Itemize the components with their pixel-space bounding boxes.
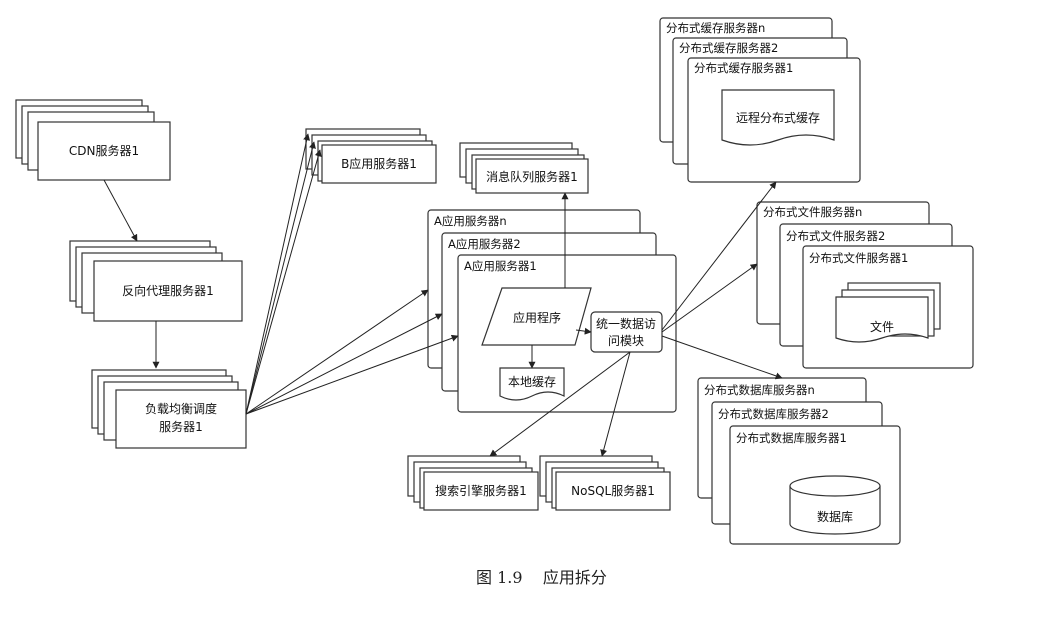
distributed-file-n-label: 分布式文件服务器n — [763, 205, 862, 219]
local-cache-shape — [499, 367, 565, 401]
reverse-proxy-box — [93, 260, 243, 322]
message-queue-label: 消息队列服务器1 — [486, 169, 578, 184]
arrow-unified-to-file — [661, 263, 758, 333]
b-app-server-stack: B应用服务器1 — [305, 128, 437, 184]
arrow-lb-to-b-app-2 — [245, 141, 316, 415]
load-balancer-box — [115, 389, 247, 449]
unified-data-access-label-1: 统一数据访 — [596, 316, 656, 331]
arrow-cdn-to-proxy — [103, 179, 138, 242]
load-balancer-label-1: 负载均衡调度 — [145, 401, 217, 416]
app-program-shape — [481, 287, 592, 346]
arrow-unified-to-db — [661, 335, 783, 380]
distributed-cache-1-label: 分布式缓存服务器1 — [694, 61, 793, 75]
file-label: 文件 — [870, 319, 894, 334]
file-shape — [835, 296, 929, 343]
unified-data-access-label-2: 问模块 — [608, 334, 644, 348]
app-program-label: 应用程序 — [513, 310, 561, 325]
a-app-server-n-label: A应用服务器n — [434, 214, 507, 228]
arrow-lb-to-b-app-3 — [245, 149, 322, 415]
a-app-server-2-label: A应用服务器2 — [448, 237, 521, 251]
arrow-lb-to-b-app-1 — [245, 133, 311, 415]
nosql-stack: NoSQL服务器1 — [539, 455, 671, 511]
reverse-proxy-stack: 反向代理服务器1 — [69, 240, 243, 322]
cdn-server-stack: CDN服务器1 — [15, 99, 171, 181]
distributed-file-2-label: 分布式文件服务器2 — [786, 229, 885, 243]
load-balancer-stack: 负载均衡调度 服务器1 — [91, 369, 247, 449]
a-app-server-1-label: A应用服务器1 — [464, 259, 537, 273]
local-cache-label: 本地缓存 — [508, 375, 556, 389]
a-app-server-stack: A应用服务器n A应用服务器2 A应用服务器1 应用程序 统一数据访 问模块 本… — [427, 209, 677, 413]
database-label: 数据库 — [817, 509, 853, 524]
nosql-box — [555, 471, 671, 511]
distributed-file-1-label: 分布式文件服务器1 — [809, 251, 908, 265]
message-queue-stack: 消息队列服务器1 — [459, 142, 589, 194]
distributed-db-1-label: 分布式数据库服务器1 — [736, 431, 847, 445]
arrow-app-to-unified — [575, 327, 592, 335]
nosql-label: NoSQL服务器1 — [571, 483, 655, 498]
arrow-unified-to-nosql — [600, 351, 631, 457]
b-app-server-label: B应用服务器1 — [341, 156, 417, 171]
figure-caption: 图 1.9 应用拆分 — [476, 568, 607, 587]
b-app-server-box — [321, 144, 437, 184]
search-engine-stack: 搜索引擎服务器1 — [407, 455, 539, 511]
arrow-lb-to-a-app-1 — [245, 334, 459, 415]
connectors — [103, 133, 783, 457]
distributed-cache-stack: 分布式缓存服务器n 分布式缓存服务器2 分布式缓存服务器1 远程分布式缓存 — [659, 17, 861, 183]
database-cylinder-icon — [789, 475, 881, 535]
distributed-cache-2-label: 分布式缓存服务器2 — [679, 41, 778, 55]
arrow-unified-to-search — [489, 351, 631, 457]
search-engine-box — [423, 471, 539, 511]
search-engine-label: 搜索引擎服务器1 — [435, 483, 527, 498]
arrow-lb-to-a-app-n — [245, 289, 429, 415]
distributed-db-2-label: 分布式数据库服务器2 — [718, 407, 829, 421]
distributed-cache-n-label: 分布式缓存服务器n — [666, 21, 765, 35]
distributed-db-n-label: 分布式数据库服务器n — [704, 383, 815, 397]
message-queue-box — [475, 158, 589, 194]
load-balancer-label-2: 服务器1 — [159, 419, 203, 434]
remote-cache-label: 远程分布式缓存 — [736, 110, 820, 125]
distributed-file-stack: 分布式文件服务器n 分布式文件服务器2 分布式文件服务器1 文件 — [756, 201, 974, 369]
arrow-unified-to-cache — [661, 181, 777, 331]
cdn-server-box — [37, 121, 171, 181]
cdn-server-label: CDN服务器1 — [69, 143, 139, 158]
remote-cache-shape — [721, 89, 835, 146]
reverse-proxy-label: 反向代理服务器1 — [122, 283, 214, 298]
arrow-lb-to-a-app-2 — [245, 313, 443, 415]
distributed-db-stack: 分布式数据库服务器n 分布式数据库服务器2 分布式数据库服务器1 数据库 — [697, 377, 901, 545]
